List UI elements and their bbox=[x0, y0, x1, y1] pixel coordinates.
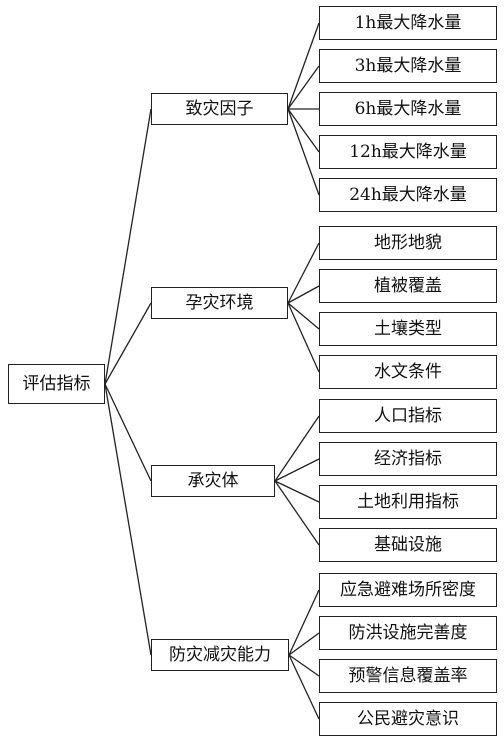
group-to-leaf-connector bbox=[288, 632, 320, 656]
leaf-label: 1h最大降水量 bbox=[354, 12, 462, 33]
leaf-node: 土壤类型 bbox=[319, 312, 497, 346]
leaf-node: 1h最大降水量 bbox=[319, 6, 497, 40]
leaf-label: 人口指标 bbox=[374, 405, 442, 426]
leaf-node: 应急避难场所密度 bbox=[319, 573, 497, 607]
leaf-label: 地形地貌 bbox=[374, 232, 442, 253]
leaf-node: 防洪设施完善度 bbox=[319, 616, 497, 650]
leaf-label: 预警信息覆盖率 bbox=[348, 665, 468, 686]
leaf-node: 预警信息覆盖率 bbox=[319, 659, 497, 693]
group-node-environment: 孕灾环境 bbox=[151, 287, 288, 319]
root-to-group-connector bbox=[104, 383, 152, 482]
leaf-label: 基础设施 bbox=[374, 534, 442, 555]
leaf-label: 经济指标 bbox=[374, 448, 442, 469]
group-node-capacity: 防灾减灾能力 bbox=[151, 639, 289, 671]
leaf-node: 经济指标 bbox=[319, 442, 497, 476]
leaf-node: 水文条件 bbox=[319, 355, 497, 389]
leaf-node: 植被覆盖 bbox=[319, 269, 497, 303]
root-node-label: 评估指标 bbox=[22, 373, 91, 394]
leaf-label: 土地利用指标 bbox=[357, 491, 459, 512]
group-label: 致灾因子 bbox=[185, 98, 254, 119]
group-to-leaf-connector bbox=[287, 302, 320, 373]
group-to-leaf-connector bbox=[287, 302, 320, 330]
leaf-node: 地形地貌 bbox=[319, 226, 497, 260]
leaf-label: 24h最大降水量 bbox=[349, 184, 467, 205]
leaf-node: 12h最大降水量 bbox=[319, 135, 497, 169]
group-to-leaf-connector bbox=[288, 654, 320, 720]
leaf-node: 3h最大降水量 bbox=[319, 49, 497, 83]
leaf-node: 土地利用指标 bbox=[319, 485, 497, 519]
group-to-leaf-connector bbox=[287, 22, 320, 110]
group-to-leaf-connector bbox=[274, 458, 320, 482]
group-label: 防灾减灾能力 bbox=[169, 644, 271, 665]
group-label: 孕灾环境 bbox=[185, 292, 254, 313]
group-to-leaf-connector bbox=[274, 480, 320, 503]
leaf-label: 应急避难场所密度 bbox=[340, 579, 476, 600]
group-to-leaf-connector bbox=[287, 242, 320, 304]
leaf-label: 植被覆盖 bbox=[374, 275, 442, 296]
group-to-leaf-connector bbox=[287, 285, 320, 304]
leaf-node: 公民避灾意识 bbox=[319, 702, 497, 736]
leaf-label: 12h最大降水量 bbox=[349, 141, 467, 162]
leaf-label: 土壤类型 bbox=[374, 318, 442, 339]
root-to-group-connector bbox=[104, 302, 152, 385]
root-to-group-connector bbox=[104, 108, 152, 385]
leaf-label: 3h最大降水量 bbox=[354, 55, 462, 76]
group-label: 承灾体 bbox=[187, 470, 239, 491]
group-node-exposure: 承灾体 bbox=[151, 465, 275, 497]
group-to-leaf-connector bbox=[287, 108, 320, 153]
group-to-leaf-connector bbox=[274, 480, 320, 546]
group-to-leaf-connector bbox=[287, 108, 320, 196]
group-to-leaf-connector bbox=[288, 589, 320, 656]
leaf-label: 公民避灾意识 bbox=[357, 708, 459, 729]
leaf-label: 防洪设施完善度 bbox=[348, 622, 468, 643]
root-to-group-connector bbox=[104, 383, 152, 656]
group-to-leaf-connector bbox=[287, 65, 320, 110]
group-to-leaf-connector bbox=[288, 654, 320, 677]
group-to-leaf-connector bbox=[274, 415, 320, 482]
leaf-node: 人口指标 bbox=[319, 399, 497, 433]
leaf-label: 6h最大降水量 bbox=[354, 98, 462, 119]
leaf-label: 水文条件 bbox=[374, 361, 442, 382]
leaf-node: 基础设施 bbox=[319, 528, 497, 562]
leaf-node: 6h最大降水量 bbox=[319, 92, 497, 126]
leaf-node: 24h最大降水量 bbox=[319, 178, 497, 212]
root-node: 评估指标 bbox=[8, 364, 105, 404]
group-node-hazard-factors: 致灾因子 bbox=[151, 93, 288, 125]
